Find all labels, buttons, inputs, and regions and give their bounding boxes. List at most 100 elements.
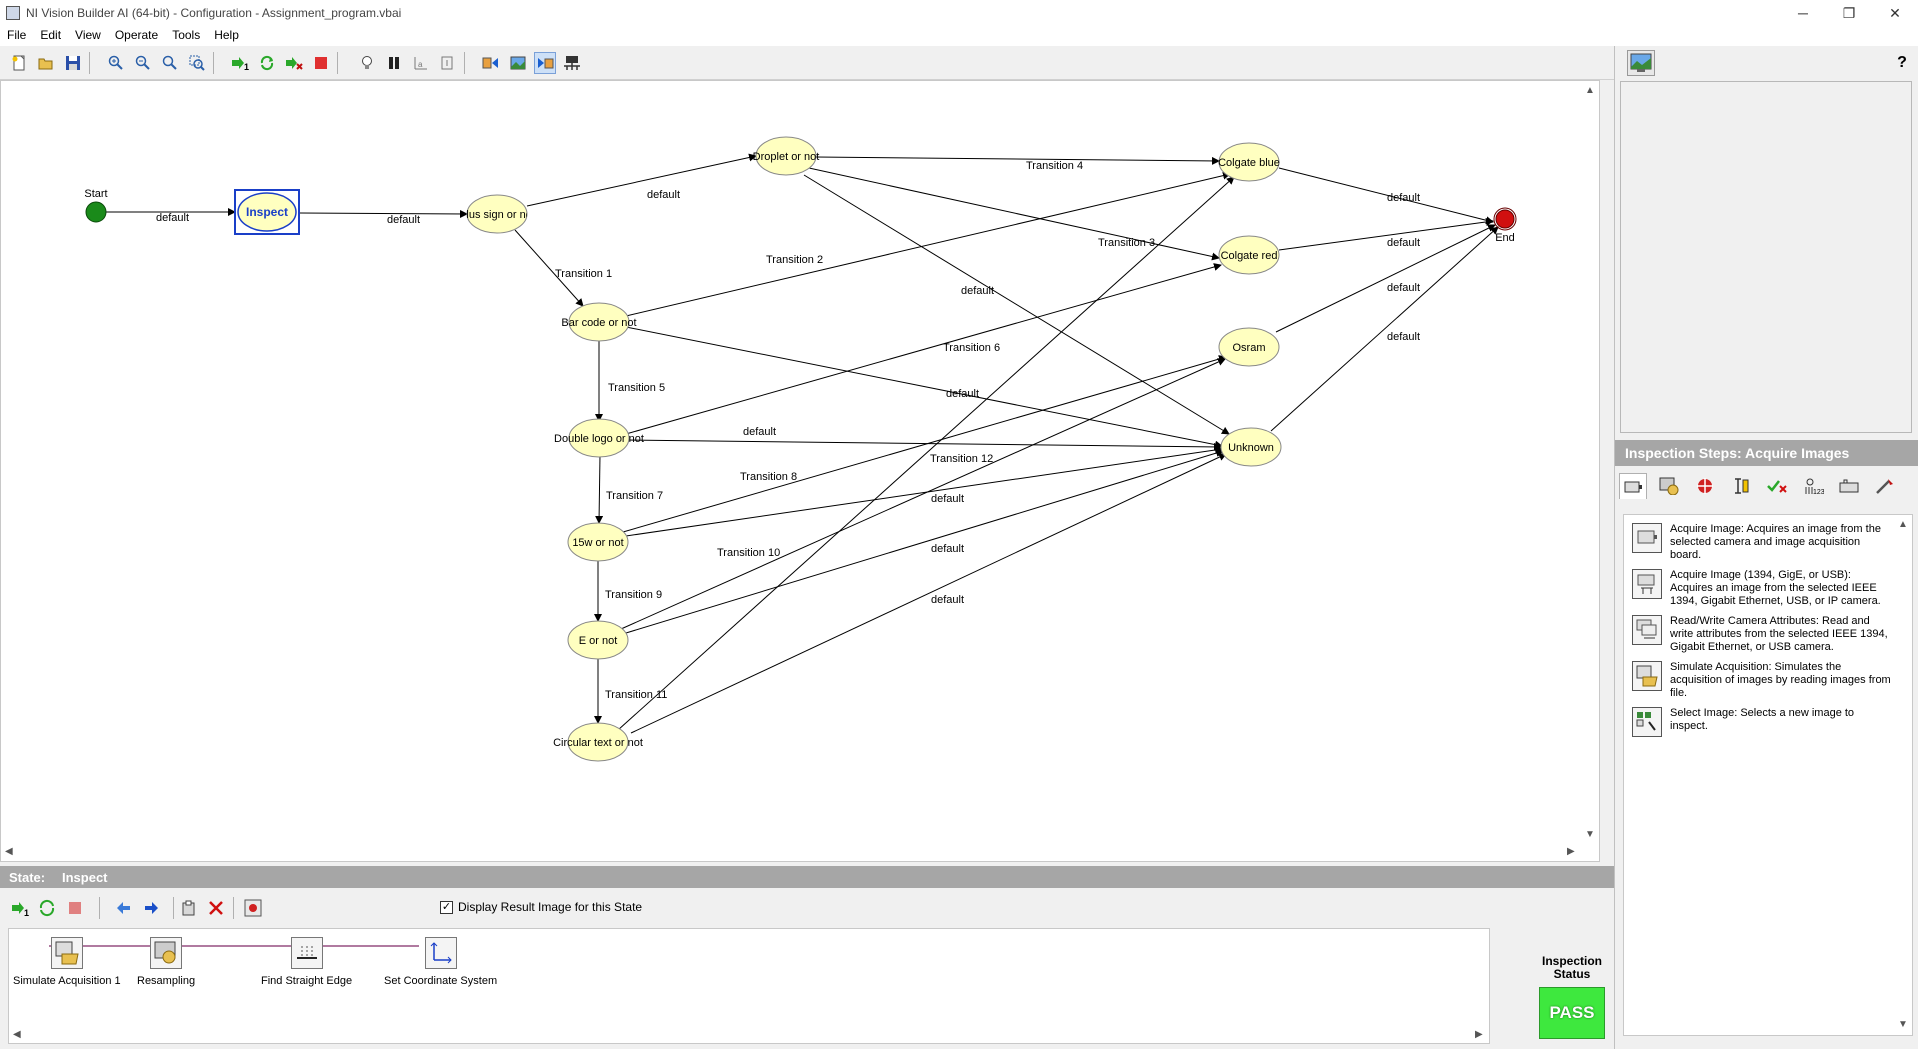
image-browse-icon[interactable] xyxy=(534,52,556,74)
node-osram[interactable]: Osram xyxy=(1218,327,1280,367)
highlight-icon[interactable] xyxy=(356,52,378,74)
strip-scroll-left-icon[interactable]: ◀ xyxy=(13,1029,21,1040)
stop-state-icon[interactable] xyxy=(64,897,86,919)
breakpoint-icon[interactable] xyxy=(437,52,459,74)
menu-file[interactable]: File xyxy=(7,28,27,42)
enhance-images-tab-icon[interactable] xyxy=(1655,473,1683,499)
open-icon[interactable] xyxy=(35,52,57,74)
minimize-button[interactable]: ─ xyxy=(1780,0,1826,26)
menu-help[interactable]: Help xyxy=(214,28,239,42)
node-double-logo[interactable]: Double logo or not xyxy=(554,418,644,458)
zoom-in-icon[interactable] xyxy=(105,52,127,74)
scroll-left-icon[interactable]: ◀ xyxy=(5,846,13,857)
node-plus-sign[interactable]: Plus sign or not xyxy=(459,194,535,234)
use-additional-tools-tab-icon[interactable] xyxy=(1835,473,1863,499)
edge-e-unknown[interactable] xyxy=(625,449,1224,634)
scroll-down-icon[interactable]: ▼ xyxy=(1585,829,1595,840)
identify-parts-tab-icon[interactable]: 123 xyxy=(1799,473,1827,499)
display-result-image-option[interactable]: ✓ Display Result Image for this State xyxy=(440,900,642,914)
edge-blue-end[interactable] xyxy=(1278,167,1494,225)
edge-bar-blue[interactable] xyxy=(625,171,1231,317)
close-button[interactable]: ✕ xyxy=(1872,0,1918,26)
run-once-icon[interactable]: 1 xyxy=(229,52,251,74)
menu-view[interactable]: View xyxy=(75,28,101,42)
edge-15w-unknown[interactable] xyxy=(625,446,1223,537)
edge-inspect-plus[interactable] xyxy=(299,209,468,218)
measure-features-tab-icon[interactable] xyxy=(1727,473,1755,499)
scroll-right-icon[interactable]: ▶ xyxy=(1567,846,1575,857)
step-list-scroll-up-icon[interactable]: ▲ xyxy=(1898,519,1908,530)
new-icon[interactable] xyxy=(8,52,30,74)
step-find-straight-edge[interactable]: Find Straight Edge xyxy=(261,937,352,987)
strip-scroll-right-icon[interactable]: ▶ xyxy=(1475,1029,1483,1040)
edge-plus-droplet[interactable] xyxy=(526,153,757,207)
edge-circular-unknown[interactable] xyxy=(630,453,1227,734)
node-start[interactable]: Start xyxy=(84,188,108,223)
stop-icon[interactable] xyxy=(310,52,332,74)
pause-icon[interactable] xyxy=(383,52,405,74)
check-presence-tab-icon[interactable] xyxy=(1763,473,1791,499)
image-nav-icon[interactable] xyxy=(480,52,502,74)
delete-step-icon[interactable] xyxy=(205,897,227,919)
node-inspect[interactable]: Inspect xyxy=(234,189,300,235)
menu-tools[interactable]: Tools xyxy=(172,28,201,42)
menu-operate[interactable]: Operate xyxy=(114,28,159,42)
edge-osram-end[interactable] xyxy=(1275,224,1496,333)
locate-features-tab-icon[interactable] xyxy=(1691,473,1719,499)
node-15w[interactable]: 15w or not xyxy=(567,522,629,562)
run-state-once-icon[interactable]: 1 xyxy=(10,897,32,919)
zoom-area-icon[interactable] xyxy=(186,52,208,74)
display-result-checkbox[interactable]: ✓ xyxy=(440,900,453,914)
zoom-out-icon[interactable] xyxy=(132,52,154,74)
step-settings-icon[interactable] xyxy=(242,897,264,919)
step-item-select-image[interactable]: Select Image: Selects a new image to ins… xyxy=(1632,707,1894,737)
step-simulate-acquisition[interactable]: Simulate Acquisition 1 xyxy=(13,937,121,987)
image-view-icon[interactable] xyxy=(507,52,529,74)
network-icon[interactable] xyxy=(561,52,583,74)
move-step-right-icon[interactable] xyxy=(140,897,162,919)
help-icon[interactable]: ? xyxy=(1897,54,1907,71)
edge-double-red[interactable] xyxy=(625,263,1222,435)
communicate-tab-icon[interactable] xyxy=(1871,473,1899,499)
node-unknown[interactable]: Unknown xyxy=(1220,427,1282,467)
node-droplet[interactable]: Droplet or not xyxy=(753,136,820,176)
step-resampling[interactable]: Resampling xyxy=(137,937,195,987)
state-diagram-canvas[interactable]: default default default Transition 1 Tra… xyxy=(0,80,1600,862)
edge-double-15w[interactable] xyxy=(595,454,604,524)
node-end[interactable]: End xyxy=(1493,207,1517,244)
restore-button[interactable]: ❐ xyxy=(1826,0,1872,26)
move-step-left-icon[interactable] xyxy=(113,897,135,919)
step-item-acquire-image-1394[interactable]: Acquire Image (1394, GigE, or USB): Acqu… xyxy=(1632,569,1894,608)
canvas-vertical-scrollbar[interactable]: ▲ ▼ xyxy=(1581,81,1599,845)
edge-bar-unknown[interactable] xyxy=(625,326,1223,449)
image-display-icon[interactable] xyxy=(1627,50,1655,76)
paste-step-icon[interactable] xyxy=(178,897,200,919)
run-stop-on-fail-icon[interactable] xyxy=(283,52,305,74)
edge-e-osram[interactable] xyxy=(620,358,1226,630)
edge-double-unknown[interactable] xyxy=(625,439,1222,451)
node-colgate-red[interactable]: Colgate red xyxy=(1218,235,1280,275)
step-item-acquire-image[interactable]: Acquire Image: Acquires an image from th… xyxy=(1632,523,1894,562)
run-state-loop-icon[interactable] xyxy=(37,897,59,919)
edge-15w-osram[interactable] xyxy=(622,355,1227,533)
node-colgate-blue[interactable]: Colgate blue xyxy=(1218,142,1280,182)
step-set-coordinate-system[interactable]: Set Coordinate System xyxy=(384,937,497,987)
edge-droplet-unknown[interactable] xyxy=(803,174,1230,435)
node-circular-text[interactable]: Circular text or not xyxy=(553,722,643,762)
acquire-images-tab-icon[interactable] xyxy=(1619,473,1647,499)
run-loop-icon[interactable] xyxy=(256,52,278,74)
step-item-simulate-acquisition[interactable]: Simulate Acquisition: Simulates the acqu… xyxy=(1632,661,1894,700)
step-icon[interactable]: a xyxy=(410,52,432,74)
edge-droplet-red[interactable] xyxy=(808,167,1220,261)
menu-edit[interactable]: Edit xyxy=(40,28,62,42)
step-list-scroll-down-icon[interactable]: ▼ xyxy=(1898,1019,1908,1030)
scroll-up-icon[interactable]: ▲ xyxy=(1585,85,1595,96)
canvas-horizontal-scrollbar[interactable]: ◀ ▶ xyxy=(1,843,1583,861)
save-icon[interactable] xyxy=(62,52,84,74)
edge-unknown-end[interactable] xyxy=(1270,226,1499,432)
step-item-camera-attributes[interactable]: Read/Write Camera Attributes: Read and w… xyxy=(1632,615,1894,654)
node-e-or-not[interactable]: E or not xyxy=(567,620,629,660)
edge-droplet-blue[interactable] xyxy=(815,156,1220,165)
edge-plus-bar[interactable] xyxy=(514,229,584,307)
edge-red-end[interactable] xyxy=(1278,217,1494,251)
